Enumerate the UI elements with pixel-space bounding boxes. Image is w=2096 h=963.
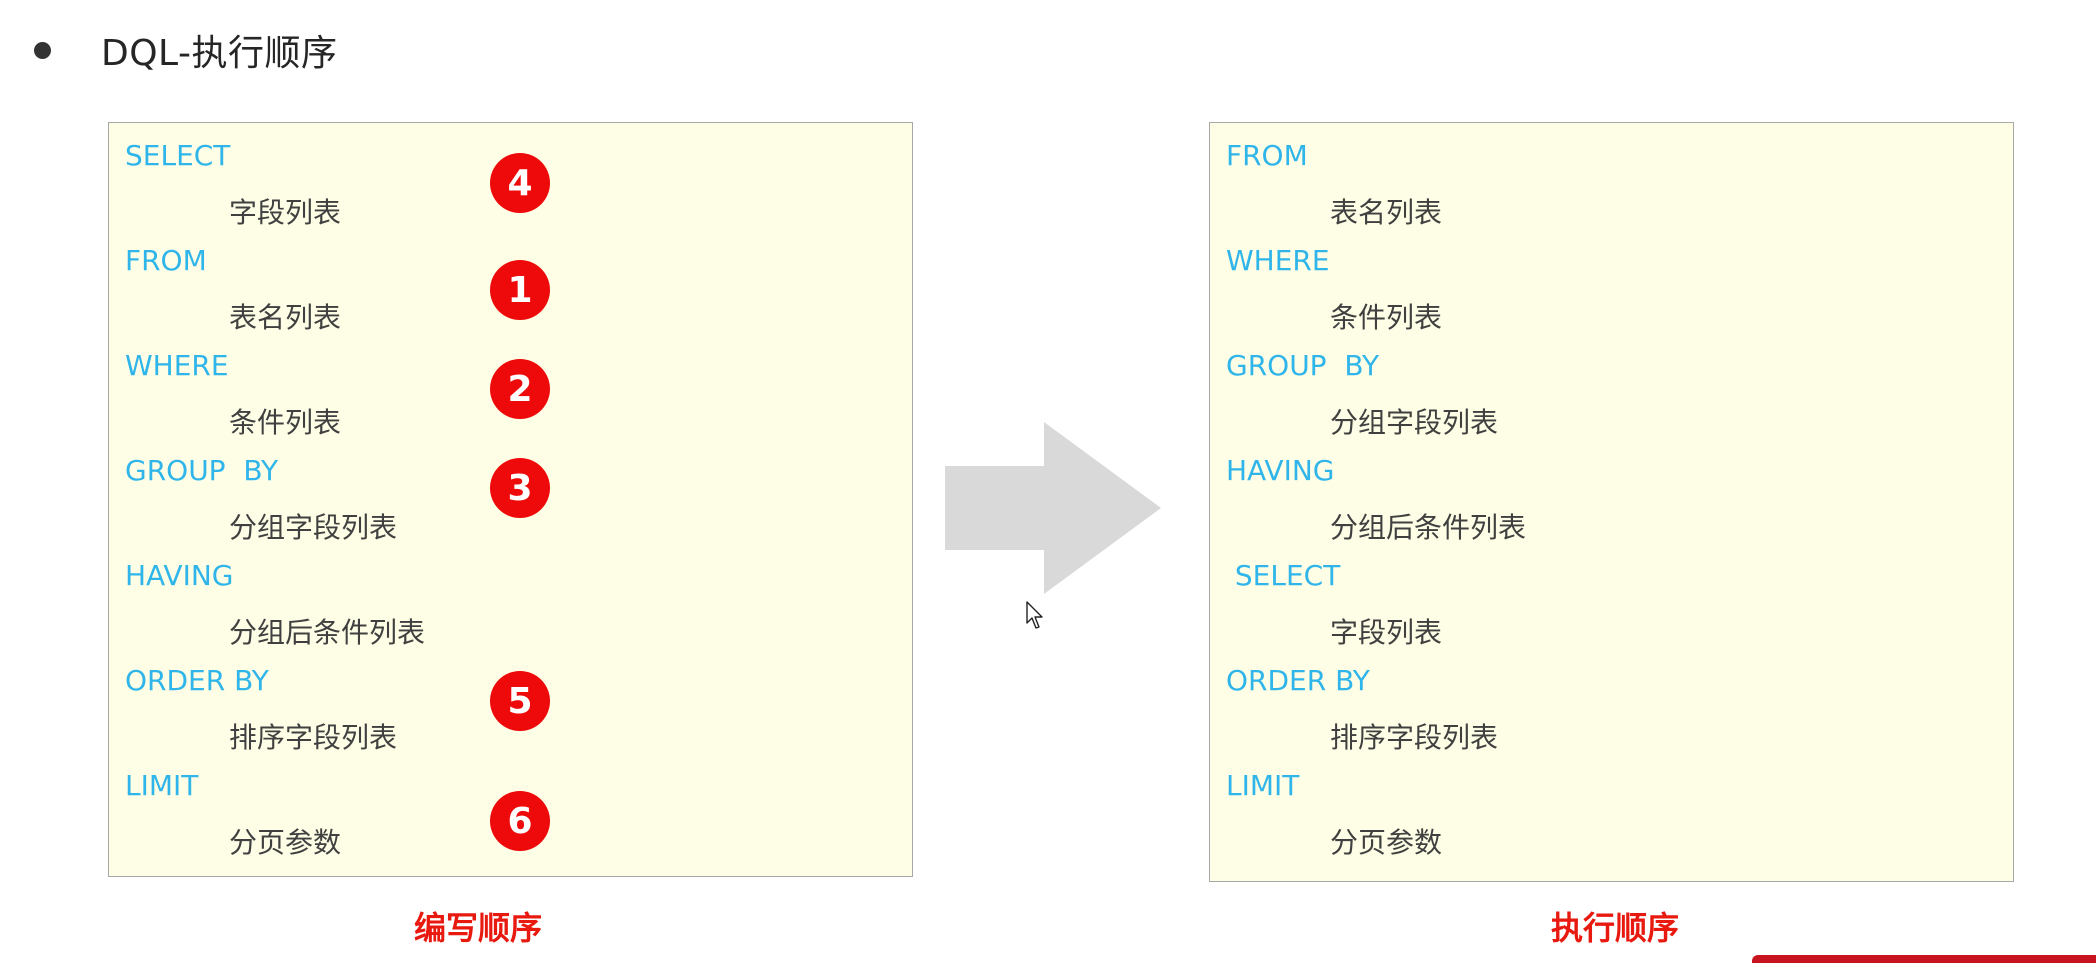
keyword-having: HAVING [125,559,234,592]
step-badge-6: 6 [490,791,550,851]
corner-accent-bar [1752,955,2096,963]
step-badge-4: 4 [490,153,550,213]
writing-order-panel: SELECT 字段列表 4 FROM 表名列表 1 WHERE 条件列表 2 G… [108,122,913,877]
keyword-from: FROM [125,244,207,277]
argument-group-fields: 分组字段列表 [1330,406,1499,439]
keyword-limit: LIMIT [1226,769,1300,802]
page-title: DQL-执行顺序 [101,33,338,74]
argument-having-conditions: 分组后条件列表 [1330,511,1527,544]
argument-having-conditions: 分组后条件列表 [229,616,426,649]
step-badge-2: 2 [490,359,550,419]
step-badge-5: 5 [490,671,550,731]
keyword-having: HAVING [1226,454,1335,487]
argument-group-fields: 分组字段列表 [229,511,398,544]
argument-paging: 分页参数 [1330,826,1443,859]
argument-tables: 表名列表 [229,301,342,334]
keyword-group-by: GROUP BY [125,454,279,487]
mouse-cursor-icon [1026,601,1043,629]
keyword-from: FROM [1226,139,1308,172]
argument-conditions: 条件列表 [1330,301,1443,334]
argument-sort-fields: 排序字段列表 [229,721,398,754]
keyword-where: WHERE [1226,244,1330,277]
argument-fields: 字段列表 [1330,616,1443,649]
bullet-icon [34,41,51,59]
step-badge-3: 3 [490,458,550,518]
keyword-order-by: ORDER BY [125,664,269,697]
step-badge-1: 1 [490,260,550,320]
argument-tables: 表名列表 [1330,196,1443,229]
keyword-select: SELECT [1226,559,1341,592]
keyword-where: WHERE [125,349,229,382]
argument-fields: 字段列表 [229,196,342,229]
writing-order-caption: 编写顺序 [414,909,543,947]
page-heading: DQL-执行顺序 [34,22,337,78]
keyword-select: SELECT [125,139,231,172]
execution-order-caption: 执行顺序 [1551,909,1680,947]
right-arrow-icon [945,422,1161,594]
keyword-limit: LIMIT [125,769,199,802]
execution-order-panel: FROM 表名列表 WHERE 条件列表 GROUP BY 分组字段列表 HAV… [1209,122,2014,882]
argument-conditions: 条件列表 [229,406,342,439]
keyword-order-by: ORDER BY [1226,664,1370,697]
argument-sort-fields: 排序字段列表 [1330,721,1499,754]
keyword-group-by: GROUP BY [1226,349,1380,382]
argument-paging: 分页参数 [229,826,342,859]
